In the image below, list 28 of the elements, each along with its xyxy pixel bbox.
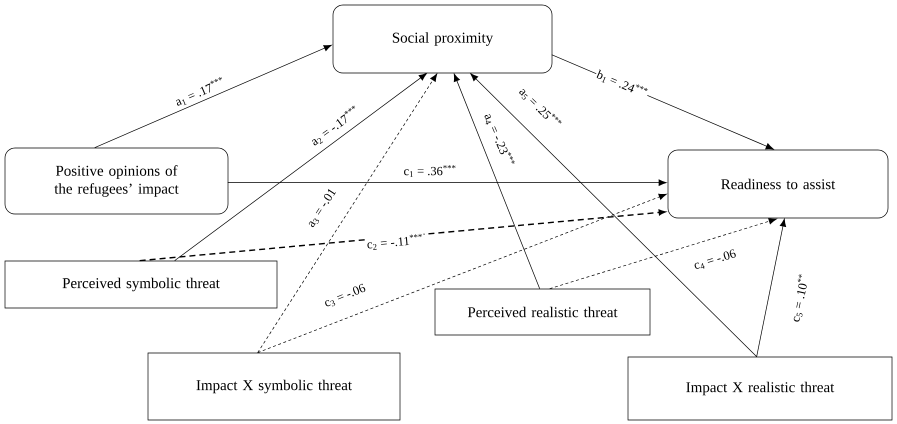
edge-label: c$_{5}$ = .10$^{**}$ xyxy=(788,272,812,324)
edge-label: a$_{5}$ = .25$^{***}$ xyxy=(516,84,564,132)
arrow xyxy=(227,179,667,186)
variable-box: Perceived realistic threat xyxy=(434,288,650,336)
variable-box: Impact X realistic threat xyxy=(628,356,892,420)
edge-label: b$_{1}$ = .24$^{***}$ xyxy=(594,66,650,102)
variable-box: Impact X symbolic threat xyxy=(148,352,400,420)
arrow xyxy=(257,73,438,353)
edge-label: a$_{4}$ = -.23$^{***}$ xyxy=(481,110,517,170)
edge-label: a$_{3}$ = -.01 xyxy=(304,186,340,230)
arrow xyxy=(174,73,427,261)
edge-label: c$_{4}$ = -.06 xyxy=(692,248,738,272)
edge-label: a$_{1}$ = .17$^{***}$ xyxy=(172,74,228,110)
arrow xyxy=(94,44,332,148)
rounded-box: Social proximity xyxy=(332,4,552,74)
rounded-box: Readiness to assist xyxy=(668,150,888,218)
edge-label: c$_{3}$ = -.06 xyxy=(322,282,368,310)
edge-label: c$_{2}$ = -.11$^{***}$ xyxy=(365,232,425,252)
arrow xyxy=(756,218,786,357)
arrow xyxy=(257,194,667,353)
rounded-box: Positive opinions of the refugees’ impact xyxy=(4,148,228,214)
arrow xyxy=(140,209,666,262)
edge-label: c$_{1}$ = .36$^{***}$ xyxy=(402,164,458,178)
arrow xyxy=(470,73,757,357)
edge-label: a$_{2}$ = -.17$^{***}$ xyxy=(307,103,363,149)
variable-box: Perceived symbolic threat xyxy=(4,260,278,308)
arrow xyxy=(549,218,777,289)
arrow xyxy=(454,74,540,289)
